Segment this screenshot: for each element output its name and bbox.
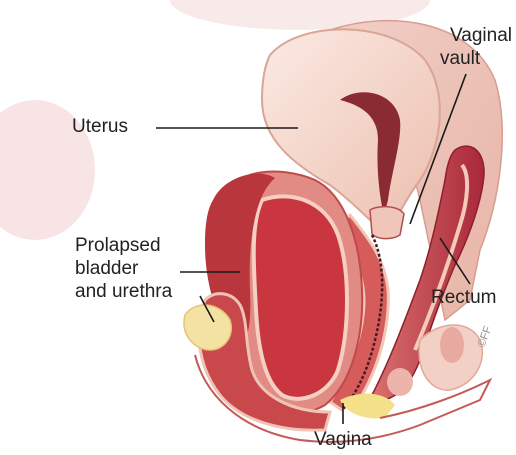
label-vaginal-vault-line2: vault (430, 47, 512, 70)
label-prolapsed-line1: Prolapsed (75, 234, 172, 257)
cervix (370, 207, 404, 239)
label-prolapsed-line3: and urethra (75, 280, 172, 303)
label-uterus: Uterus (72, 115, 128, 138)
label-prolapsed-bladder-urethra: Prolapsed bladder and urethra (75, 234, 172, 303)
label-rectum: Rectum (431, 286, 496, 309)
bone-section (440, 327, 464, 363)
label-vaginal-vault-line1: Vaginal (430, 24, 512, 47)
copyright-watermark: ©FF (476, 324, 495, 349)
bone-section-2 (387, 368, 413, 396)
bladder-lumen (254, 196, 347, 399)
label-vagina: Vagina (314, 428, 372, 451)
label-prolapsed-line2: bladder (75, 257, 172, 280)
label-vaginal-vault: Vaginal vault (430, 24, 512, 70)
